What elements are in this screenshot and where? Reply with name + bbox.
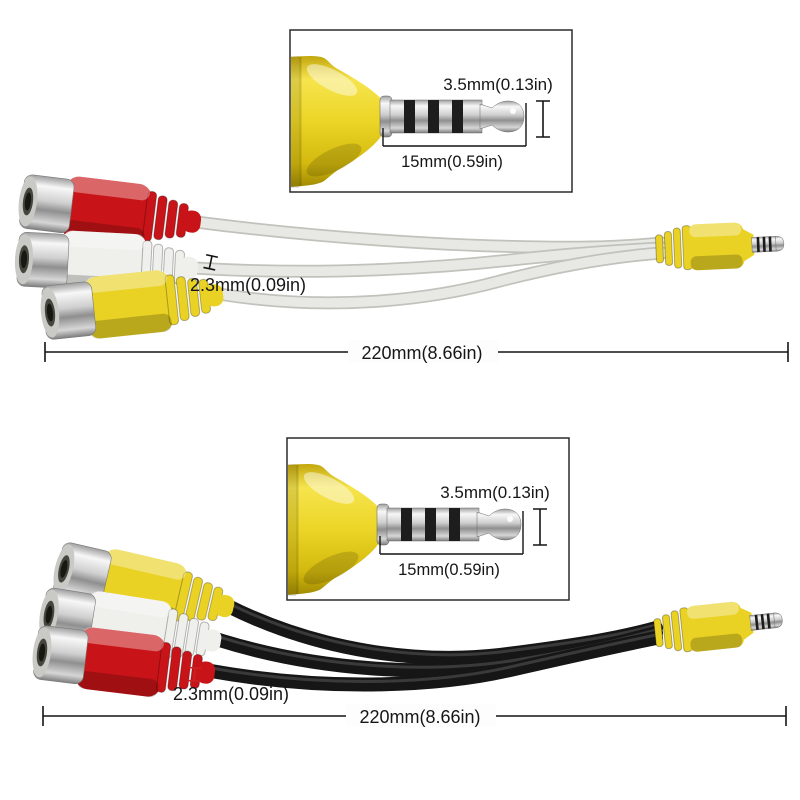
dimension-line-total-length: 220mm(8.66in) bbox=[42, 704, 787, 727]
label-plug-diameter: 3.5mm(0.13in) bbox=[440, 483, 550, 502]
detail-inset: 3.5mm(0.13in) 15mm(0.59in) bbox=[290, 30, 572, 192]
label-plug-length: 15mm(0.59in) bbox=[398, 561, 500, 579]
section-black-cable: 3.5mm(0.13in) 15mm(0.59in) 2.3mm(0.09in)… bbox=[28, 438, 787, 727]
plug-3-5mm bbox=[652, 596, 786, 657]
label-cable-diameter: 2.3mm(0.09in) bbox=[190, 275, 306, 295]
cable-strands-white bbox=[187, 215, 669, 310]
label-total-length: 220mm(8.66in) bbox=[361, 343, 482, 363]
dimension-line-total-length: 220mm(8.66in) bbox=[44, 340, 789, 363]
cable-strands-black bbox=[204, 599, 663, 692]
plug-3-5mm bbox=[654, 219, 786, 273]
label-total-length: 220mm(8.66in) bbox=[359, 707, 480, 727]
label-cable-diameter: 2.3mm(0.09in) bbox=[173, 684, 289, 704]
section-white-cable: 3.5mm(0.13in) 15mm(0.59in) 2.3mm(0.09in)… bbox=[12, 30, 789, 363]
detail-inset: 3.5mm(0.13in) 15mm(0.59in) bbox=[287, 438, 569, 600]
label-plug-diameter: 3.5mm(0.13in) bbox=[443, 75, 553, 94]
label-plug-length: 15mm(0.59in) bbox=[401, 153, 503, 171]
